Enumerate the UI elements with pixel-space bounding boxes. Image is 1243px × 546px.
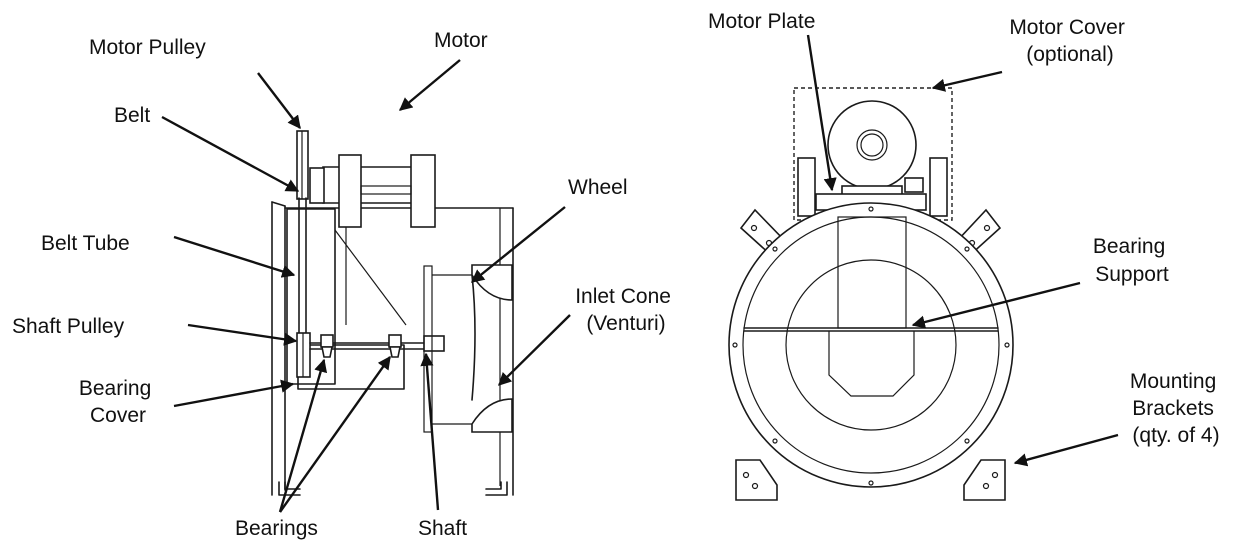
label-bearings: Bearings <box>235 517 318 540</box>
label-shaft-pulley: Shaft Pulley <box>12 315 125 338</box>
wheel-shape <box>423 265 472 433</box>
belt-shape <box>298 197 307 351</box>
bearing-support-shape <box>743 216 999 397</box>
labels: Motor Pulley Motor Belt Belt Tube Wheel … <box>12 10 1222 540</box>
bearing-cover-shape <box>297 344 405 390</box>
motor-supports <box>797 157 948 217</box>
motor-side <box>309 154 436 228</box>
front-view <box>728 87 1014 501</box>
label-mounting-brackets: Mounting Brackets (qty. of 4) <box>1130 370 1222 447</box>
belt-tube <box>286 208 407 385</box>
motor-front <box>827 100 924 196</box>
label-belt-tube: Belt Tube <box>41 232 130 255</box>
label-wheel: Wheel <box>568 176 628 199</box>
label-bearing-support: Bearing Support <box>1093 235 1171 286</box>
motor-cover-shape <box>793 87 953 221</box>
label-inlet-cone: Inlet Cone (Venturi) <box>575 285 677 335</box>
label-motor-pulley: Motor Pulley <box>89 36 206 59</box>
housing-side <box>271 201 514 496</box>
side-view <box>271 130 514 496</box>
label-shaft: Shaft <box>418 517 467 540</box>
label-motor-plate: Motor Plate <box>708 10 815 33</box>
label-bearing-cover: Bearing Cover <box>79 377 157 427</box>
label-motor: Motor <box>434 29 488 52</box>
motor-pulley-shape <box>296 130 309 200</box>
inlet-cone-shape <box>471 264 513 433</box>
label-motor-cover: Motor Cover (optional) <box>1009 16 1130 66</box>
label-belt: Belt <box>114 104 150 127</box>
bearings-shape <box>320 334 402 358</box>
housing-front <box>728 202 1014 488</box>
legs-side <box>278 481 508 496</box>
leader-lines <box>161 34 1119 513</box>
shaft-pulley-shape <box>296 332 311 378</box>
